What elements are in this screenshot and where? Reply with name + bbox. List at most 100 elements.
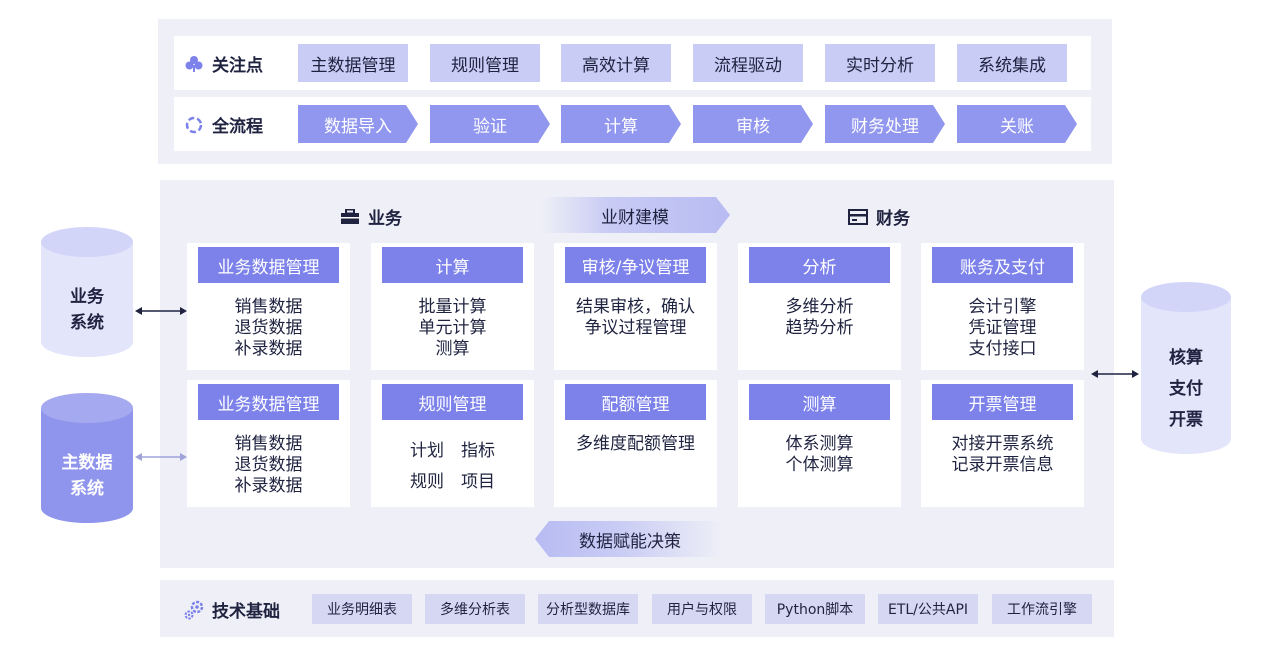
card-line: 销售数据 — [234, 297, 303, 317]
card-header: 测算 — [749, 384, 890, 420]
card-body: 批量计算 单元计算 测算 — [371, 297, 534, 360]
card-line: 会计引擎 — [968, 297, 1037, 317]
card-header: 分析 — [749, 247, 890, 283]
card-header: 规则管理 — [382, 384, 523, 420]
card-line: 争议过程管理 — [584, 318, 687, 338]
card-analysis: 分析 多维分析 趋势分析 — [738, 243, 901, 370]
cylinder-line: 业务 — [70, 287, 104, 307]
card-header: 账务及支付 — [932, 247, 1073, 283]
tech-item-analytic-db: 分析型数据库 — [538, 594, 638, 624]
tech-item-detail-table: 业务明细表 — [312, 594, 412, 624]
card-line: 结果审核，确认 — [576, 297, 695, 317]
focus-label-text: 关注点 — [212, 56, 263, 76]
focus-row: 关注点 主数据管理 规则管理 高效计算 流程驱动 实时分析 系统集成 — [174, 36, 1091, 90]
card-line: 体系测算 — [785, 434, 854, 454]
card-line: 销售数据 — [234, 434, 303, 454]
card-line: 测算 — [435, 339, 470, 359]
card-line: 退货数据 — [234, 455, 303, 475]
flow-step-calculate: 计算 — [561, 105, 681, 143]
tech-item-etl-api: ETL/公共API — [878, 594, 978, 624]
card-business-data-2: 业务数据管理 销售数据 退货数据 补录数据 — [187, 380, 350, 507]
cylinder-shape — [41, 227, 133, 357]
modeling-banner-text: 业财建模 — [601, 207, 669, 228]
flow-step-close: 关账 — [957, 105, 1077, 143]
card-body: 会计引擎 凭证管理 支付接口 — [921, 297, 1084, 360]
cylinder-line: 系统 — [70, 313, 104, 333]
card-icon — [848, 208, 868, 225]
card-line: 计划 指标 — [410, 441, 495, 461]
flow-step-import: 数据导入 — [298, 105, 418, 143]
focus-item-efficient-calc: 高效计算 — [561, 44, 671, 82]
card-review-dispute: 审核/争议管理 结果审核，确认 争议过程管理 — [554, 243, 717, 370]
card-header: 开票管理 — [932, 384, 1073, 420]
tech-label-text: 技术基础 — [212, 602, 280, 622]
flow-row: 全流程 数据导入 验证 计算 审核 财务处理 关账 — [174, 97, 1091, 151]
cylinder-shape — [1141, 282, 1231, 454]
empower-banner: 数据赋能决策 — [535, 521, 725, 557]
flow-step-validate: 验证 — [430, 105, 550, 143]
finance-title-text: 财务 — [876, 209, 910, 229]
master-data-double-arrow — [135, 453, 187, 461]
cycle-icon — [185, 116, 203, 133]
card-header: 配额管理 — [565, 384, 706, 420]
accounting-label: 核算 支付 开票 — [1140, 343, 1232, 436]
cylinder-line: 支付 — [1169, 379, 1203, 399]
flow-label-text: 全流程 — [212, 117, 263, 137]
cylinder-line: 开票 — [1169, 410, 1203, 430]
card-body: 销售数据 退货数据 补录数据 — [187, 297, 350, 360]
focus-label: 关注点 — [184, 51, 263, 76]
business-system-label: 业务 系统 — [40, 284, 134, 336]
flow-step-finance: 财务处理 — [825, 105, 945, 143]
accounting-double-arrow — [1091, 370, 1139, 378]
tech-item-multidim-table: 多维分析表 — [425, 594, 525, 624]
card-line: 批量计算 — [418, 297, 487, 317]
card-line: 补录数据 — [234, 476, 303, 496]
card-body: 计划 指标 规则 项目 — [371, 436, 534, 498]
briefcase-icon — [341, 208, 359, 224]
card-line: 单元计算 — [418, 318, 487, 338]
focus-item-system-integration: 系统集成 — [957, 44, 1067, 82]
flow-step-review: 审核 — [693, 105, 813, 143]
card-line: 对接开票系统 — [951, 434, 1054, 454]
business-title-text: 业务 — [368, 209, 402, 229]
card-business-data-1: 业务数据管理 销售数据 退货数据 补录数据 — [187, 243, 350, 370]
card-header: 业务数据管理 — [198, 384, 339, 420]
card-calculation: 计算 批量计算 单元计算 测算 — [371, 243, 534, 370]
card-header: 业务数据管理 — [198, 247, 339, 283]
cylinder-shape — [41, 393, 133, 523]
card-body: 体系测算 个体测算 — [738, 434, 901, 476]
finance-title: 财务 — [848, 204, 910, 229]
master-data-label: 主数据 系统 — [40, 450, 134, 502]
tech-item-python-script: Python脚本 — [765, 594, 865, 624]
card-body: 销售数据 退货数据 补录数据 — [187, 434, 350, 497]
gears-icon — [184, 600, 204, 619]
tech-label: 技术基础 — [184, 597, 280, 622]
cylinder-line: 系统 — [70, 479, 104, 499]
focus-item-rule-management: 规则管理 — [430, 44, 540, 82]
card-body: 多维分析 趋势分析 — [738, 297, 901, 339]
middle-panel — [160, 180, 1114, 568]
tech-item-workflow-engine: 工作流引擎 — [992, 594, 1092, 624]
cylinder-line: 核算 — [1169, 348, 1203, 368]
card-line: 凭证管理 — [968, 318, 1037, 338]
business-system-cylinder: 业务 系统 — [40, 226, 134, 358]
card-line: 记录开票信息 — [951, 455, 1054, 475]
club-icon — [185, 55, 203, 72]
card-invoice-management: 开票管理 对接开票系统 记录开票信息 — [921, 380, 1084, 507]
card-body: 结果审核，确认 争议过程管理 — [554, 297, 717, 339]
business-system-double-arrow — [135, 307, 187, 315]
card-estimation: 测算 体系测算 个体测算 — [738, 380, 901, 507]
accounting-cylinder: 核算 支付 开票 — [1140, 281, 1232, 455]
card-line: 个体测算 — [785, 455, 854, 475]
card-body: 多维度配额管理 — [554, 434, 717, 455]
card-header: 审核/争议管理 — [565, 247, 706, 283]
card-line: 多维度配额管理 — [576, 434, 695, 454]
card-line: 补录数据 — [234, 339, 303, 359]
focus-item-process-driven: 流程驱动 — [693, 44, 803, 82]
master-data-cylinder: 主数据 系统 — [40, 392, 134, 524]
card-accounting-payment: 账务及支付 会计引擎 凭证管理 支付接口 — [921, 243, 1084, 370]
focus-item-realtime-analysis: 实时分析 — [825, 44, 935, 82]
card-line: 规则 项目 — [410, 472, 495, 492]
empower-banner-text: 数据赋能决策 — [579, 531, 681, 552]
business-title: 业务 — [340, 204, 402, 229]
